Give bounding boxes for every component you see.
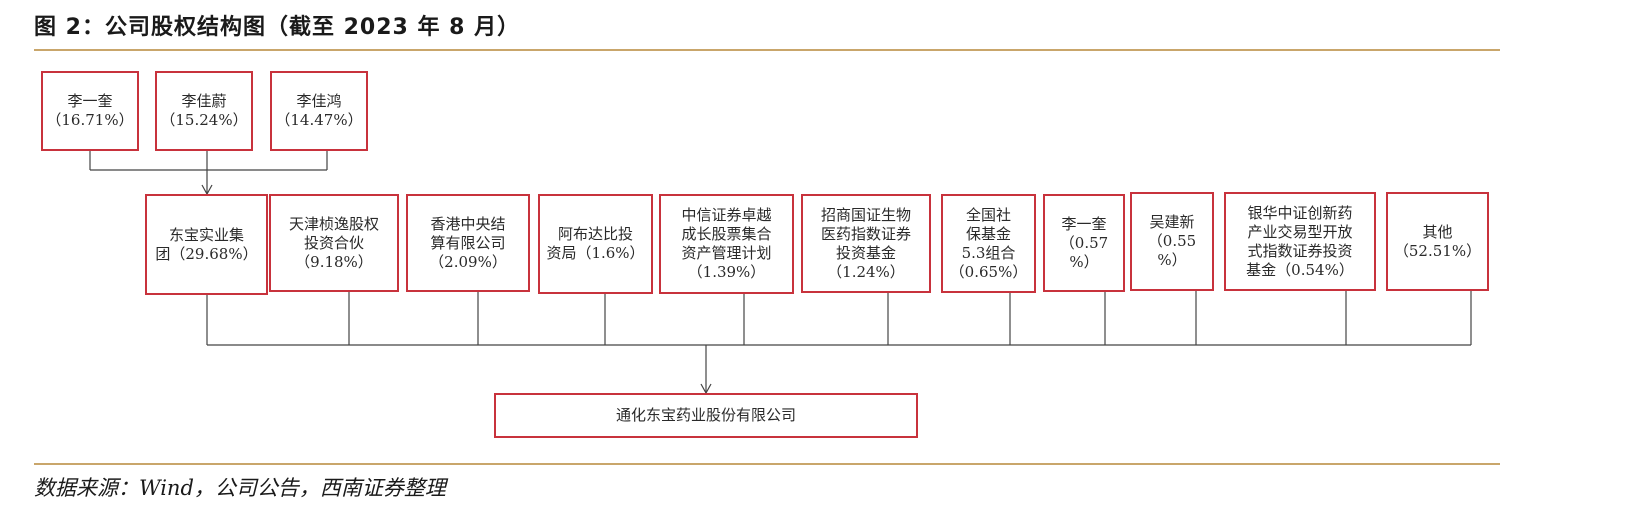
shareholder-box: 李一奎 （0.57 %） xyxy=(1043,194,1125,292)
shareholder-label: 阿布达比投 资局（1.6%） xyxy=(546,225,645,262)
shareholder-label: 吴建新 （0.55 %） xyxy=(1147,213,1197,269)
company-box: 通化东宝药业股份有限公司 xyxy=(494,393,918,438)
shareholder-label: 东宝实业集 团（29.68%） xyxy=(155,225,258,263)
holder-box: 李佳鸿 （14.47%） xyxy=(270,71,368,151)
shareholder-box: 其他 （52.51%） xyxy=(1386,192,1489,291)
shareholder-label: 李一奎 （0.57 %） xyxy=(1059,214,1109,271)
shareholder-box: 阿布达比投 资局（1.6%） xyxy=(538,194,653,294)
holder-box: 李佳蔚 （15.24%） xyxy=(155,71,253,151)
shareholder-label: 天津桢逸股权 投资合伙 （9.18%） xyxy=(288,214,379,271)
holder-name: 李佳鸿 xyxy=(296,92,342,110)
shareholder-box: 香港中央结 算有限公司 （2.09%） xyxy=(406,194,530,292)
holder-name: 李佳蔚 xyxy=(181,92,227,110)
shareholder-box: 天津桢逸股权 投资合伙 （9.18%） xyxy=(269,194,399,292)
holder-name: 李一奎 xyxy=(67,92,113,110)
footer-rule xyxy=(34,463,1500,465)
shareholder-label: 香港中央结 算有限公司 （2.09%） xyxy=(429,214,507,271)
holder-stake: （15.24%） xyxy=(160,111,248,129)
shareholder-label: 银华中证创新药 产业交易型开放 式指数证券投资 基金（0.54%） xyxy=(1246,203,1354,279)
shareholder-box: 东宝实业集 团（29.68%） xyxy=(145,194,268,295)
holder-stake: （16.71%） xyxy=(46,111,134,129)
shareholder-box: 银华中证创新药 产业交易型开放 式指数证券投资 基金（0.54%） xyxy=(1224,192,1376,291)
shareholder-label: 招商国证生物 医药指数证券 投资基金 （1.24%） xyxy=(820,205,911,281)
title-rule xyxy=(34,49,1500,51)
shareholder-box: 招商国证生物 医药指数证券 投资基金 （1.24%） xyxy=(801,194,931,293)
figure-title: 图 2：公司股权结构图（截至 2023 年 8 月） xyxy=(34,15,521,40)
shareholder-box: 吴建新 （0.55 %） xyxy=(1130,192,1214,291)
shareholder-label: 全国社 保基金 5.3组合 （0.65%） xyxy=(949,205,1028,281)
company-name: 通化东宝药业股份有限公司 xyxy=(615,406,796,424)
holder-stake: （14.47%） xyxy=(275,111,363,129)
shareholder-box: 全国社 保基金 5.3组合 （0.65%） xyxy=(941,194,1036,293)
source-note: 数据来源：Wind，公司公告，西南证券整理 xyxy=(34,476,446,500)
shareholder-box: 中信证券卓越 成长股票集合 资产管理计划 （1.39%） xyxy=(659,194,794,294)
shareholder-label: 其他 （52.51%） xyxy=(1393,222,1482,260)
holder-box: 李一奎 （16.71%） xyxy=(41,71,139,151)
shareholder-label: 中信证券卓越 成长股票集合 资产管理计划 （1.39%） xyxy=(681,206,772,281)
